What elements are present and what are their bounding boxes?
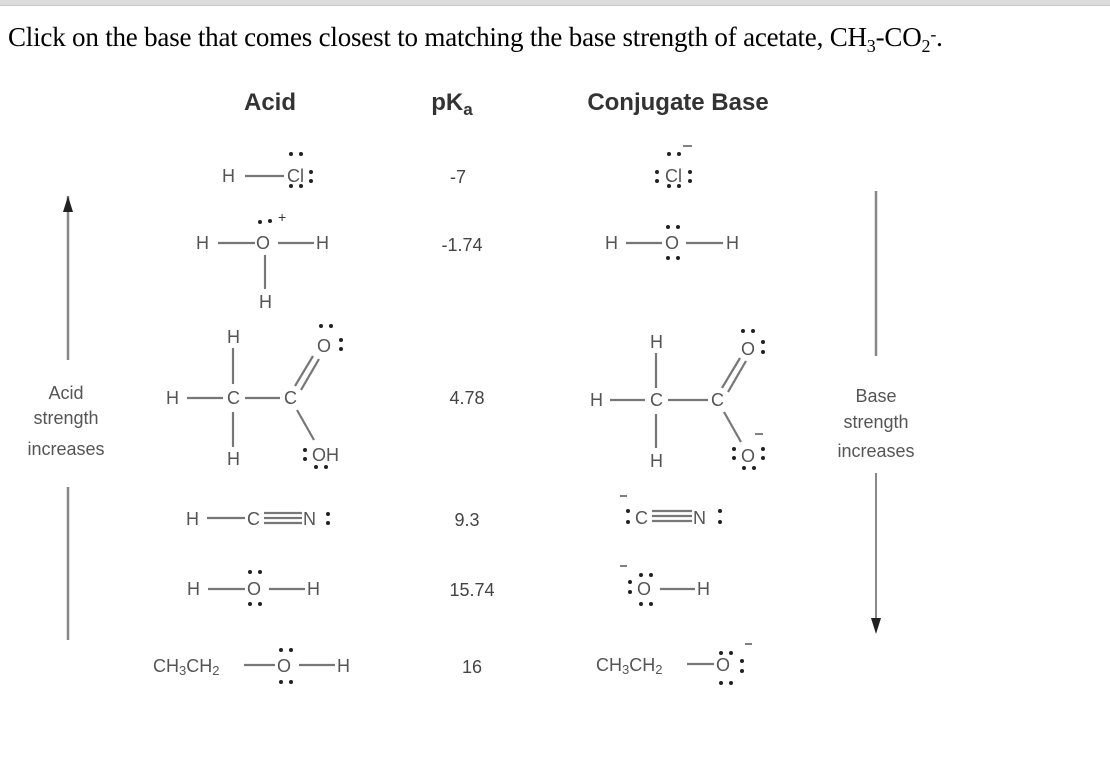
svg-text:H: H — [650, 451, 663, 471]
arrow-down-icon — [871, 618, 881, 634]
svg-text:H: H — [259, 292, 272, 312]
svg-text:H: H — [222, 166, 235, 186]
svg-text:H: H — [227, 327, 240, 347]
acid-strength-label-2: strength — [33, 408, 98, 428]
pka-value: -1.74 — [441, 235, 482, 255]
svg-text:O: O — [741, 339, 755, 359]
pka-value: 16 — [462, 657, 482, 677]
svg-text:O: O — [637, 579, 651, 599]
base-option-acetate[interactable]: H H C H C O O — [585, 320, 775, 480]
acid-strength-arrow: Acid strength increases — [27, 196, 105, 640]
svg-text:H: H — [605, 233, 618, 253]
svg-text:Cl: Cl — [665, 166, 682, 186]
svg-text:C: C — [284, 388, 297, 408]
svg-text:H: H — [166, 388, 179, 408]
svg-text:CH3CH2: CH3CH2 — [153, 656, 219, 678]
svg-text:H: H — [186, 509, 199, 529]
acid-ethanol: CH3CH2 O H — [153, 648, 350, 684]
svg-text:H: H — [726, 233, 739, 253]
base-strength-label-3: increases — [837, 441, 914, 461]
base-strength-arrow: Base strength increases — [837, 191, 915, 634]
svg-text:C: C — [650, 390, 663, 410]
header-conjugate-base: Conjugate Base — [587, 89, 768, 116]
header-pka: pKa — [431, 89, 473, 119]
base-strength-label-1: Base — [855, 386, 896, 406]
svg-text:O: O — [256, 233, 270, 253]
svg-text:O: O — [247, 579, 261, 599]
svg-text:H: H — [187, 579, 200, 599]
pka-value: 9.3 — [454, 510, 479, 530]
acid-acetic-acid: H H C H C O OH — [166, 324, 343, 469]
pka-value: 15.74 — [449, 580, 494, 600]
arrow-up-icon — [63, 196, 73, 212]
base-option-hydroxide[interactable]: O H — [615, 560, 725, 610]
acid-strength-label-3: increases — [27, 439, 104, 459]
positive-charge-icon: + — [278, 209, 286, 225]
base-option-chloride[interactable]: Cl — [640, 140, 720, 195]
svg-text:H: H — [697, 579, 710, 599]
svg-text:O: O — [317, 336, 331, 356]
svg-text:O: O — [741, 446, 755, 466]
top-border — [0, 0, 1110, 6]
svg-text:N: N — [303, 509, 316, 529]
base-option-water[interactable]: H O H — [600, 215, 750, 265]
svg-text:H: H — [337, 656, 350, 676]
acid-hcn: H C N — [186, 509, 330, 529]
svg-text:O: O — [716, 655, 730, 675]
svg-text:CH3CH2: CH3CH2 — [596, 655, 662, 677]
question-prompt: Click on the base that comes closest to … — [8, 22, 943, 56]
svg-text:C: C — [227, 388, 240, 408]
svg-text:OH: OH — [312, 445, 339, 465]
svg-text:O: O — [665, 233, 679, 253]
header-acid: Acid — [244, 89, 296, 116]
base-strength-label-2: strength — [843, 412, 908, 432]
svg-text:C: C — [711, 390, 724, 410]
svg-text:H: H — [316, 233, 329, 253]
svg-text:C: C — [635, 508, 648, 528]
acid-strength-label-1: Acid — [48, 383, 83, 403]
svg-text:H: H — [650, 332, 663, 352]
acid-water: H O H — [187, 570, 320, 606]
base-option-ethoxide[interactable]: CH3CH2 O — [592, 640, 772, 690]
acid-hydronium: H O H H + — [196, 209, 329, 312]
base-option-cyanide[interactable]: C N — [615, 492, 735, 537]
svg-text:O: O — [277, 656, 291, 676]
svg-text:H: H — [590, 390, 603, 410]
acid-hcl: H Cl — [222, 152, 313, 188]
svg-text:H: H — [307, 579, 320, 599]
svg-text:Cl: Cl — [287, 166, 304, 186]
pka-value: 4.78 — [449, 388, 484, 408]
svg-text:H: H — [227, 449, 240, 469]
svg-text:H: H — [196, 233, 209, 253]
svg-text:N: N — [693, 508, 706, 528]
pka-value: -7 — [450, 167, 466, 187]
svg-text:C: C — [247, 509, 260, 529]
